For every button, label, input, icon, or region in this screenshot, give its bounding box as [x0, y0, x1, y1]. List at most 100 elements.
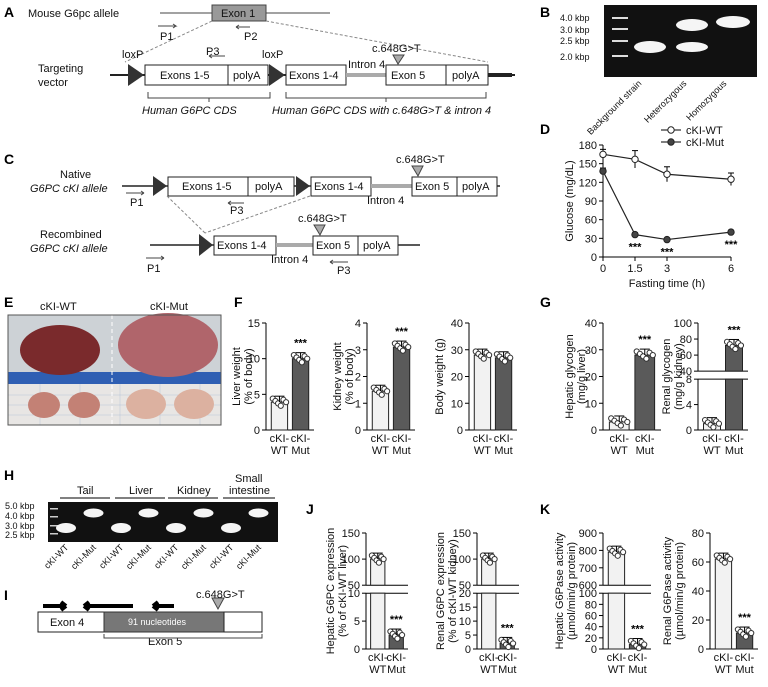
- kidney-mut-1: [126, 389, 166, 419]
- data-point: [298, 359, 305, 366]
- tissue-kidney: Kidney: [177, 485, 211, 497]
- y-tick-label: 20: [459, 588, 471, 600]
- data-point: [277, 402, 284, 409]
- recomb-loxp: [199, 234, 213, 256]
- lane-homo-label: Homozygous: [684, 78, 729, 123]
- primer-arrow-forward: [43, 600, 68, 612]
- y-tick-label: 900: [579, 528, 597, 540]
- y-tick-label: 80: [680, 334, 692, 346]
- recomb-p1-arrow: [146, 255, 165, 261]
- native-label-2: G6PC cKI allele: [30, 183, 108, 195]
- group-label-line1: cKI-: [724, 433, 744, 445]
- y-axis-label-2: (% of cKI-WT liver): [337, 545, 349, 637]
- y-tick-label: 100: [674, 318, 692, 330]
- data-point-wt: [727, 175, 735, 183]
- kidney-wt-1: [28, 392, 60, 418]
- bar-wt-lower: [370, 592, 386, 650]
- group-label-line1: cKI-: [702, 433, 722, 445]
- panel-label-g: G: [540, 294, 551, 310]
- polya-box-1: [227, 64, 269, 86]
- y-tick-label: 60: [680, 350, 692, 362]
- intron4-label: Intron 4: [348, 59, 385, 71]
- cds2-bracket: [285, 92, 487, 102]
- data-point-mut: [599, 167, 607, 175]
- loxp2-label: loxP: [262, 49, 283, 61]
- group-label-line1: cKI-: [371, 433, 391, 445]
- y-tick-label: 80: [585, 599, 597, 611]
- bar-mut: [392, 346, 411, 431]
- panel-label-h: H: [4, 467, 14, 483]
- y-tick-label: 600: [579, 580, 597, 592]
- ladder-band: [50, 516, 58, 518]
- legend-label: cKI-WT: [686, 125, 723, 137]
- lane-label: cKI-WT: [42, 542, 71, 571]
- group-label-line1: cKI-: [270, 433, 290, 445]
- y-tick-label: 30: [451, 345, 463, 357]
- ladder-h-5kbp: 5.0 kbp: [5, 501, 35, 511]
- y-tick-label: 40: [585, 318, 597, 330]
- polya-label-2: polyA: [452, 70, 480, 82]
- data-point-wt: [663, 170, 671, 178]
- y-tick-label: 80: [692, 528, 704, 540]
- recomb-guide-left: [166, 195, 206, 234]
- significance-label: ***: [738, 612, 752, 624]
- liver-wt: [20, 325, 100, 375]
- group-label-line2: WT: [715, 664, 732, 676]
- exon5-tail-box: [223, 611, 263, 633]
- group-label-line2: WT: [480, 664, 497, 676]
- y-axis-label-2: (% of body): [344, 348, 356, 404]
- group-label-line1: cKI-: [494, 433, 514, 445]
- ladder-h-3kbp: 3.0 kbp: [5, 521, 35, 531]
- data-point-wt: [599, 150, 607, 159]
- data-point: [620, 549, 627, 556]
- y-axis-label: Renal G6PC expression: [435, 532, 447, 650]
- panel-label-k: K: [540, 501, 550, 517]
- ladder-b-4kbp: 4.0 kbp: [560, 13, 590, 23]
- ladder-band: [612, 40, 628, 42]
- native-mutation-label: c.648G>T: [396, 154, 445, 166]
- data-point: [405, 343, 412, 351]
- y-tick-label: 60: [585, 215, 597, 227]
- group-label-line1: cKI-: [609, 433, 629, 445]
- y-tick-label: 50: [459, 580, 471, 592]
- band-het-upper: [676, 19, 708, 31]
- y-tick-label: 40: [451, 318, 463, 330]
- significance-label: ***: [631, 624, 645, 636]
- data-point: [501, 358, 508, 365]
- y-tick-label: 40: [692, 586, 704, 598]
- y-tick-label: 40: [680, 366, 692, 378]
- band-wt: [111, 523, 131, 533]
- y-tick-label: 150: [579, 159, 597, 171]
- loxp2-triangle: [269, 64, 285, 86]
- lane-label: cKI-Mut: [124, 542, 153, 571]
- data-point: [398, 631, 406, 639]
- band-mut: [83, 508, 104, 518]
- group-label-line2: Mut: [392, 445, 410, 457]
- group-label-line1: cKI-: [628, 652, 648, 664]
- y-tick-label: 60: [585, 611, 597, 623]
- group-label-line2: Mut: [494, 445, 512, 457]
- targeting-vector-label-1: Targeting: [38, 63, 83, 75]
- y-tick-label: 10: [248, 354, 260, 366]
- native-polya-label-1: polyA: [255, 181, 283, 193]
- ladder-h: 5.0 kbp 4.0 kbp 3.0 kbp 2.5 kbp: [5, 501, 35, 540]
- lane-label: cKI-Mut: [234, 542, 263, 571]
- targeting-vector-label-2: vector: [38, 77, 68, 89]
- exon5-label-i: Exon 5: [148, 636, 182, 648]
- ladder-band: [50, 533, 58, 535]
- group-label-line2: Mut: [628, 664, 646, 676]
- tissue-liver: Liver: [129, 485, 153, 497]
- ladder-b-3kbp: 3.0 kbp: [560, 25, 590, 35]
- data-point: [635, 645, 642, 652]
- data-point: [727, 556, 734, 563]
- y-tick-label: 3: [355, 345, 361, 357]
- y-tick-label: 4: [355, 318, 361, 330]
- data-point: [486, 559, 494, 566]
- y-tick-label: 0: [591, 252, 597, 264]
- x-tick-label: 3: [664, 263, 670, 275]
